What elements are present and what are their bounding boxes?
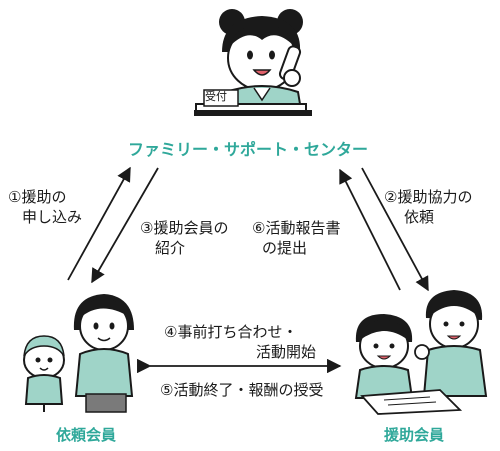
receptionist-illustration xyxy=(194,9,312,116)
step4-label-line2: 活動開始 xyxy=(256,343,317,361)
step6-label-line1: ⑥活動報告書 xyxy=(252,219,341,237)
step2-label-line1: ②援助協力の xyxy=(384,188,473,206)
step3-label-line2: 紹介 xyxy=(155,239,186,257)
step4-label-line1: ④事前打ち合わせ・ xyxy=(164,323,298,341)
step5-label: ⑤活動終了・報酬の授受 xyxy=(160,381,324,399)
requester-label: 依頼会員 xyxy=(56,426,117,444)
arrow-step3 xyxy=(91,167,159,284)
arrow-step6 xyxy=(339,168,401,291)
step1-label-line2: 申し込み xyxy=(22,208,83,226)
step2-label-line2: 依頼 xyxy=(404,208,435,226)
step1-label-line1: ①援助の xyxy=(8,188,67,206)
supporter-label: 援助会員 xyxy=(384,426,445,444)
center-title: ファミリー・サポート・センター xyxy=(128,140,369,159)
supporter-illustration xyxy=(354,290,488,415)
arrow-step1 xyxy=(67,166,131,281)
step3-label-line1: ③援助会員の xyxy=(140,219,229,237)
desk-sign-label: 受付 xyxy=(205,90,227,103)
step6-label-line2: の提出 xyxy=(262,239,308,257)
arrow-step2 xyxy=(361,167,429,292)
requester-illustration xyxy=(23,294,134,413)
